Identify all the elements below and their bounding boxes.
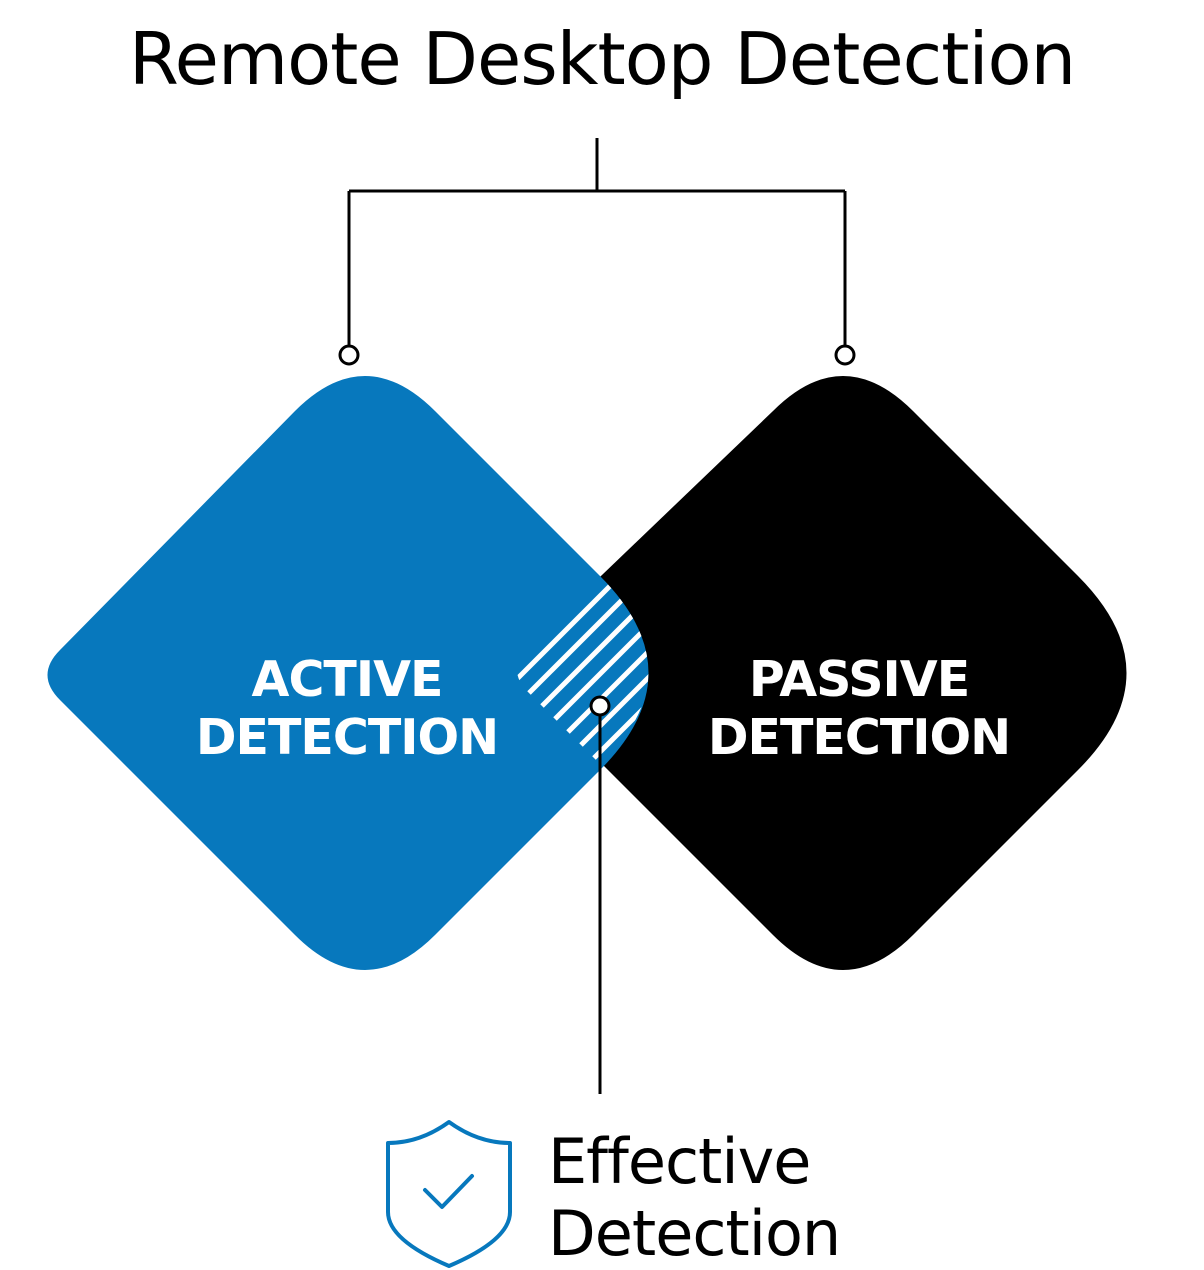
hatch-line — [517, 576, 649, 764]
connector-node-left — [338, 344, 360, 366]
passive-detection-label: PASSIVE DETECTION — [669, 651, 1049, 767]
effective-detection-label: Effective Detection — [548, 1126, 908, 1270]
passive-label-line2: DETECTION — [707, 709, 1011, 766]
passive-label-line1: PASSIVE — [748, 651, 970, 708]
active-detection-label: ACTIVE DETECTION — [157, 651, 537, 767]
passive-detection-diamond — [517, 376, 1127, 970]
active-detection-diamond — [47, 376, 649, 970]
shield-check-icon — [386, 1120, 512, 1268]
diagram-title: Remote Desktop Detection — [128, 17, 1076, 101]
result-line2: Detection — [548, 1197, 841, 1270]
hatch-line — [517, 576, 649, 764]
active-label-line1: ACTIVE — [251, 651, 444, 708]
overlap-node — [589, 695, 611, 717]
connector-node-right — [834, 344, 856, 366]
result-line1: Effective — [548, 1125, 811, 1198]
hatch-line — [517, 576, 649, 764]
active-label-line2: DETECTION — [195, 709, 499, 766]
title-connector — [347, 138, 847, 346]
